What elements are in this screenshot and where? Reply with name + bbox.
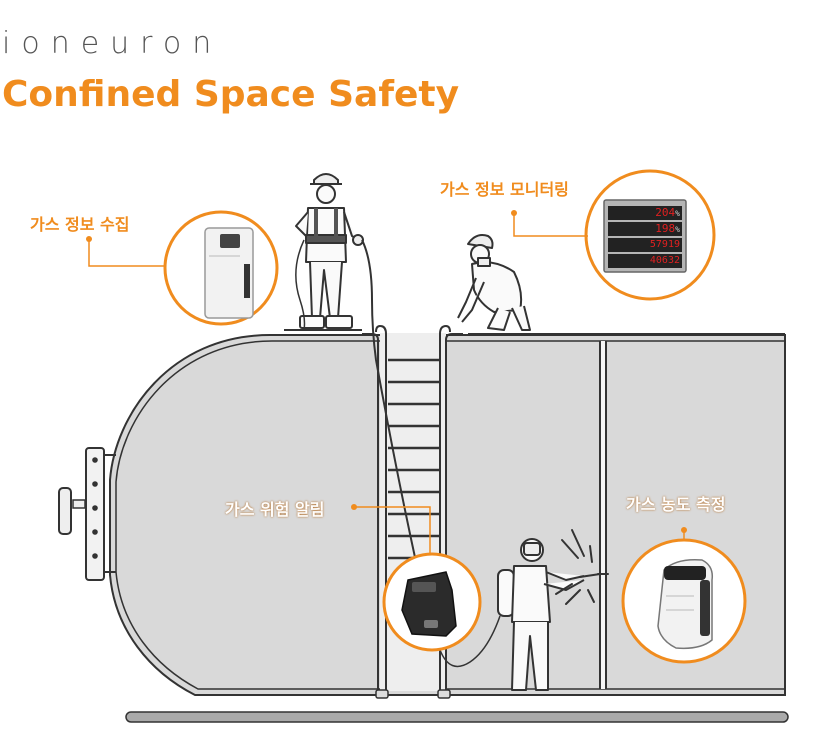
gas-collector-device-icon [204, 227, 254, 319]
display-value: 204 [655, 206, 676, 219]
label-gas-collect: 가스 정보 수집 [30, 215, 130, 234]
display-value: 198 [655, 222, 676, 235]
air-hose [439, 615, 501, 668]
display-row-2: 57919 [640, 238, 680, 252]
page-title: Confined Space Safety [2, 74, 460, 115]
display-row-1: 198% [640, 222, 680, 236]
display-unit: % [675, 209, 680, 218]
hatch-flange [58, 447, 116, 581]
display-value: 57919 [649, 239, 680, 250]
label-gas-measure: 가스 농도 측정 [626, 495, 726, 514]
tank-body [109, 334, 786, 696]
wrist-band-icon [401, 571, 457, 637]
safety-rope [295, 239, 306, 331]
brand-logo: ioneuron [2, 26, 223, 61]
callout-measure [621, 538, 747, 664]
callout-alarm [382, 552, 482, 652]
gas-detector-icon [657, 558, 714, 650]
display-row-3: 40632 [640, 254, 680, 268]
leader-monitor [513, 213, 588, 237]
gas-hose [361, 239, 417, 563]
tank-base-rail [125, 711, 789, 723]
worker-crouching-icon [457, 234, 531, 331]
label-gas-alarm: 가스 위험 알림 [225, 500, 325, 519]
label-gas-monitor: 가스 정보 모니터링 [440, 180, 569, 199]
display-value: 40632 [649, 255, 680, 266]
display-row-0: 204% [640, 206, 680, 220]
tank-partition [599, 341, 607, 689]
worker-standing-icon [295, 173, 364, 329]
monitor-display-icon [603, 199, 687, 273]
spray-icon [555, 529, 609, 605]
leader-alarm [354, 506, 431, 555]
display-unit: % [675, 225, 680, 234]
callout-monitor [584, 169, 716, 301]
callout-collect [163, 210, 279, 326]
leader-collect [88, 239, 165, 267]
worker-gas-tank-icon [497, 538, 601, 691]
